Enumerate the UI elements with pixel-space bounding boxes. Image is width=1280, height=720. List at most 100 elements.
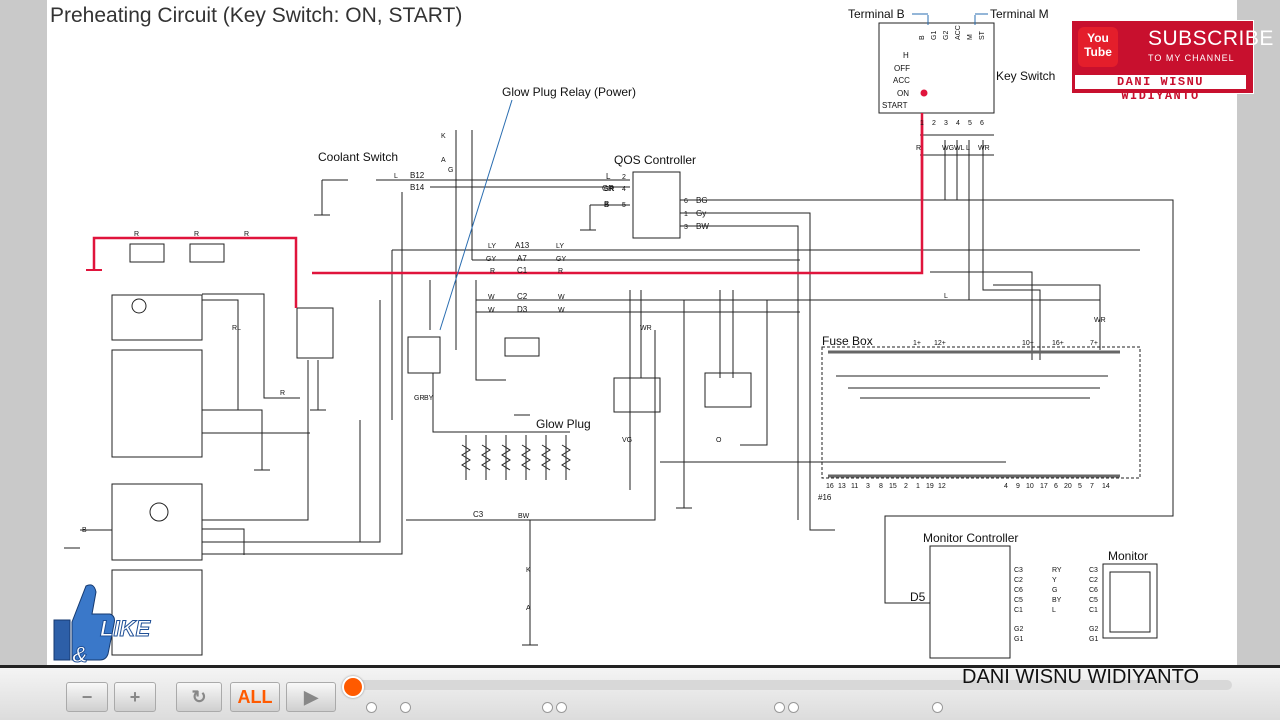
monitor-pins: C3 C2 C6 C5 C1 G2 G1 RY Y G BY L C3 C2 C… (1014, 567, 1098, 643)
starter-motor (111, 294, 203, 341)
wire-code: BY (424, 395, 434, 402)
wire-code: A (526, 605, 531, 612)
qos-num-2: 2 (622, 174, 626, 181)
wire-code: R (134, 231, 139, 238)
mon-pin: C6 (1089, 587, 1098, 594)
label-d5: D5 (910, 590, 926, 604)
mon-pin: G1 (1089, 636, 1098, 643)
label-c3: C3 (473, 510, 484, 519)
qos-pin-gy: Gy (696, 209, 706, 218)
wire-code: GY (556, 256, 566, 263)
conn-a7: A7 (517, 254, 527, 263)
fuse-top-7: 7+ (1090, 340, 1098, 347)
conn-d3: D3 (517, 305, 528, 314)
marker-dot[interactable] (774, 702, 785, 713)
mon-pin: C1 (1089, 607, 1098, 614)
key-switch-box (878, 22, 995, 114)
play-button[interactable]: ▶ (286, 682, 336, 712)
wire-code: BW (518, 513, 530, 520)
fuse-bottom-left: 16 13 11 3 8 15 2 1 19 12 (826, 483, 946, 490)
marker-dot[interactable] (788, 702, 799, 713)
ks-row-h: H (903, 51, 909, 60)
label-monitor: Monitor (1108, 549, 1148, 563)
wiring-diagram: Glow Plug Relay (Power) Coolant Switch Q… (64, 7, 1174, 659)
thumbs-up-icon (53, 584, 115, 661)
ks-wire-wl: WL (954, 145, 965, 152)
label-qos-controller: QOS Controller (614, 153, 696, 167)
qos-controller-box (632, 171, 681, 239)
marker-dot[interactable] (932, 702, 943, 713)
zoom-out-button[interactable]: − (66, 682, 108, 712)
ks-wire-l: L (966, 145, 970, 152)
channel-name: DANI WISNU WIDIYANTO (1075, 75, 1246, 103)
wire-code: R (244, 231, 249, 238)
wire-code: L (944, 293, 948, 300)
wire-code: L (394, 173, 398, 180)
fuse-num: 3 (866, 483, 870, 490)
fuse-num: 5 (1078, 483, 1082, 490)
label-terminal-b: Terminal B (848, 7, 905, 21)
fuse-num: 17 (1040, 483, 1048, 490)
ks-col-st: ST (979, 30, 986, 40)
label-coolant-switch: Coolant Switch (318, 150, 398, 164)
progress-track[interactable] (352, 680, 1232, 690)
subscribe-banner[interactable]: You Tube SUBSCRIBE TO MY CHANNEL DANI WI… (1071, 20, 1273, 103)
fuse-num: 6 (1054, 483, 1058, 490)
wire-code: K (526, 567, 531, 574)
wire-code: O (716, 437, 722, 444)
monitor-controller-box (929, 545, 1011, 659)
mon-pin: C5 (1014, 597, 1023, 604)
fuse-num: 20 (1064, 483, 1072, 490)
wire-code: G (448, 167, 453, 174)
like-share-badge[interactable]: LIKE & SHARE (46, 580, 158, 694)
mon-wire: G (1052, 587, 1057, 594)
mon-pin: C6 (1014, 587, 1023, 594)
fuse-num: 7 (1090, 483, 1094, 490)
fuse-num: 2 (904, 483, 908, 490)
alternator-lower (111, 569, 203, 656)
fuse-num: 19 (926, 483, 934, 490)
conn-c2: C2 (517, 292, 528, 301)
progress-knob[interactable] (342, 676, 364, 698)
subscribe-text: SUBSCRIBE (1148, 27, 1274, 50)
fuse-num: 13 (838, 483, 846, 490)
wire-code: GY (486, 256, 496, 263)
fuse-num: 9 (1016, 483, 1020, 490)
fuse-num: 16 (826, 483, 834, 490)
like-text: LIKE (99, 616, 151, 642)
qos-num-1: 1 (684, 211, 688, 218)
mon-wire: RY (1052, 567, 1062, 574)
mon-pin: G2 (1089, 626, 1098, 633)
wire-codes: R R R L GR LY LY GY GY R R W W W W BW R … (82, 133, 1106, 612)
wire-code: B (82, 527, 87, 534)
marker-dot[interactable] (556, 702, 567, 713)
fuse-num: 15 (889, 483, 897, 490)
mon-wire: BY (1052, 597, 1062, 604)
fuse-num: 14 (1102, 483, 1110, 490)
marker-dot[interactable] (542, 702, 553, 713)
refresh-button[interactable]: ↻ (176, 682, 222, 712)
wire-code: LY (488, 243, 496, 250)
fuse-num: 12 (938, 483, 946, 490)
conn-b14: B14 (410, 183, 425, 192)
label-monitor-controller: Monitor Controller (923, 531, 1018, 545)
all-button[interactable]: ALL (230, 682, 280, 712)
ks-term-4: 4 (956, 120, 960, 127)
mon-pin: C5 (1089, 597, 1098, 604)
qos-pin-l: L (606, 172, 611, 181)
battery-2 (189, 243, 225, 263)
ks-col-m: M (967, 34, 974, 40)
ks-col-b: B (919, 35, 926, 40)
ks-row-on: ON (897, 89, 909, 98)
marker-dot[interactable] (400, 702, 411, 713)
zoom-in-button[interactable]: + (114, 682, 156, 712)
qos-pin-b: B (604, 200, 609, 209)
mon-pin: C1 (1014, 607, 1023, 614)
fuse-top-10: 10+ (1022, 340, 1034, 347)
fuse-top-1: 1+ (913, 340, 921, 347)
ks-term-5: 5 (968, 120, 972, 127)
marker-dot[interactable] (366, 702, 377, 713)
alternator-regulator (111, 349, 203, 458)
fuse-box (821, 346, 1141, 479)
battery-relay (296, 307, 334, 359)
